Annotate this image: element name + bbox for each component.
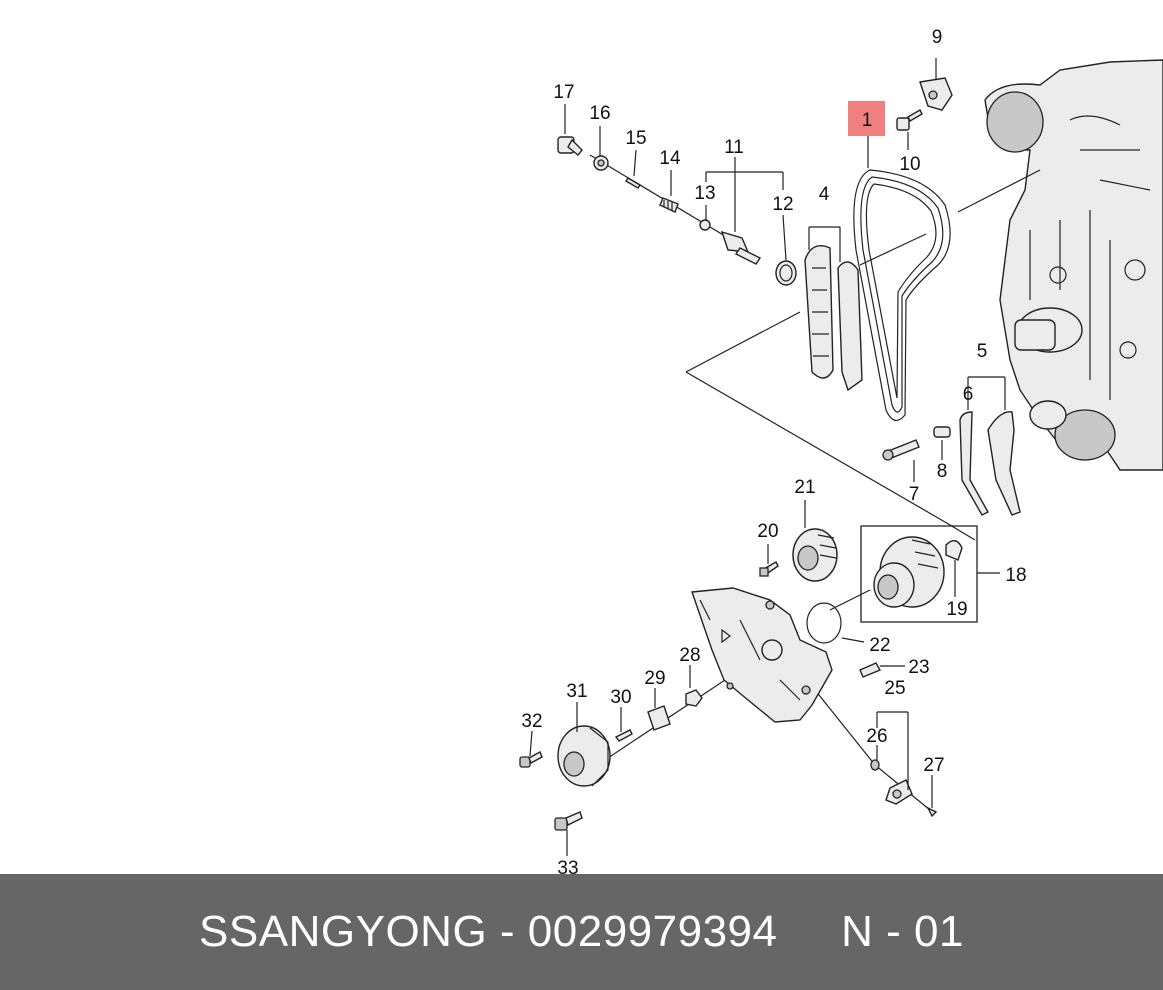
tensioner-assembly xyxy=(557,136,797,286)
callout-12: 12 xyxy=(772,194,793,215)
callout-8: 8 xyxy=(937,461,948,482)
chain-bracket xyxy=(919,77,953,111)
tensioner-rails xyxy=(933,411,1021,516)
callout-30: 30 xyxy=(610,687,631,708)
small-bolt xyxy=(614,729,633,742)
callout-7: 7 xyxy=(909,484,920,505)
seal-nut xyxy=(685,689,703,707)
callout-ticks xyxy=(529,58,1006,856)
callout-4: 4 xyxy=(819,184,830,205)
footer-bar: SSANGYONG - 0029979394 N - 01 xyxy=(0,874,1163,990)
callout-19: 19 xyxy=(946,599,967,620)
callout-13: 13 xyxy=(694,183,715,204)
timing-cover xyxy=(691,587,833,723)
pulley-bolt xyxy=(554,811,583,831)
callout-21: 21 xyxy=(794,477,815,498)
engine-block xyxy=(984,59,1163,471)
spacer xyxy=(647,705,671,731)
dowel-pin xyxy=(859,662,882,678)
parts-diagram: 1 4 5 6 7 8 9 10 11 12 13 14 15 16 17 18… xyxy=(519,27,1163,874)
callout-27: 27 xyxy=(923,755,944,776)
oil-pump-sprocket xyxy=(792,528,838,582)
chain-guides xyxy=(804,245,863,392)
callout-17: 17 xyxy=(553,82,574,103)
callout-31: 31 xyxy=(566,681,587,702)
callout-33: 33 xyxy=(557,858,578,874)
callout-26: 26 xyxy=(866,726,887,747)
o-ring xyxy=(806,602,842,644)
crank-sensor xyxy=(885,779,938,818)
callout-28: 28 xyxy=(679,645,700,666)
callout-20: 20 xyxy=(757,521,778,542)
callout-6: 6 xyxy=(963,384,974,405)
diagram-index: N - 01 xyxy=(841,907,964,956)
damper-bolt xyxy=(519,751,543,768)
callout-16: 16 xyxy=(589,103,610,124)
leader-lines xyxy=(589,154,1041,811)
timing-chain xyxy=(853,169,951,421)
callout-22: 22 xyxy=(869,635,890,656)
crank-sprocket-group xyxy=(860,525,1000,623)
callout-25: 25 xyxy=(884,678,905,699)
callout-labels: 1 4 5 6 7 8 9 10 11 12 13 14 15 16 17 18… xyxy=(521,27,1026,874)
sprocket-bolt xyxy=(759,561,779,577)
callout-11: 11 xyxy=(724,137,744,158)
callout-15: 15 xyxy=(625,128,646,149)
bracket-bolt xyxy=(896,109,923,131)
callout-14: 14 xyxy=(659,148,681,169)
callout-29: 29 xyxy=(644,668,665,689)
callout-32: 32 xyxy=(521,711,542,732)
callout-5: 5 xyxy=(977,341,988,362)
callout-23: 23 xyxy=(908,657,929,678)
highlight-box xyxy=(848,101,885,136)
brand-name: SSANGYONG xyxy=(199,907,488,956)
sensor-seal xyxy=(870,759,880,771)
callout-18: 18 xyxy=(1005,565,1026,586)
callout-1: 1 xyxy=(862,110,873,131)
footer-caption: SSANGYONG - 0029979394 N - 01 xyxy=(199,907,964,956)
callout-10: 10 xyxy=(899,154,920,175)
callout-9: 9 xyxy=(932,27,943,48)
guide-pin xyxy=(882,439,920,461)
part-number: 0029979394 xyxy=(527,907,778,956)
vibration-damper xyxy=(557,725,611,787)
